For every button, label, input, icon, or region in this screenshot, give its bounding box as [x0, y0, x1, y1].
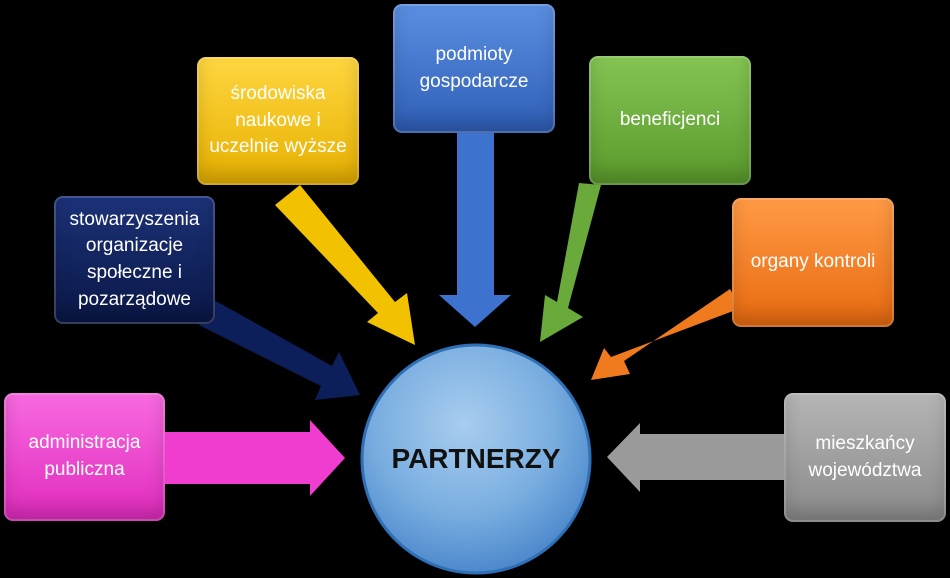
- arrow-mieszkancy: [607, 423, 785, 492]
- label-podmioty: podmioty gospodarcze: [419, 43, 529, 92]
- box-podmioty: podmioty gospodarcze: [393, 4, 555, 133]
- center-circle: [360, 343, 592, 575]
- arrow-beneficjenci: [540, 183, 601, 342]
- label-stowarzyszenia: stowarzyszenia organizacje społeczne i p…: [69, 208, 200, 310]
- box-srodowiska: środowiska naukowe i uczelnie wyższe: [197, 57, 359, 185]
- box-administracja: administracja publiczna: [4, 393, 165, 521]
- box-mieszkancy: mieszkańcy województwa: [784, 393, 946, 522]
- arrow-administracja: [165, 420, 345, 496]
- label-srodowiska: środowiska naukowe i uczelnie wyższe: [209, 83, 347, 158]
- box-organy: organy kontroli: [732, 198, 894, 327]
- label-beneficjenci: beneficjenci: [619, 109, 721, 131]
- arrow-srodowiska: [275, 185, 415, 345]
- arrow-organy: [591, 289, 741, 380]
- arrow-stowarzyszenia: [199, 300, 360, 400]
- arrow-podmioty: [439, 133, 511, 327]
- label-organy: organy kontroli: [750, 251, 876, 273]
- box-stowarzyszenia: stowarzyszenia organizacje społeczne i p…: [54, 196, 215, 324]
- center-label: PARTNERZY: [391, 443, 561, 474]
- label-mieszkancy: mieszkańcy województwa: [808, 432, 922, 481]
- label-administracja: administracja publiczna: [28, 432, 141, 480]
- box-beneficjenci: beneficjenci: [589, 56, 751, 185]
